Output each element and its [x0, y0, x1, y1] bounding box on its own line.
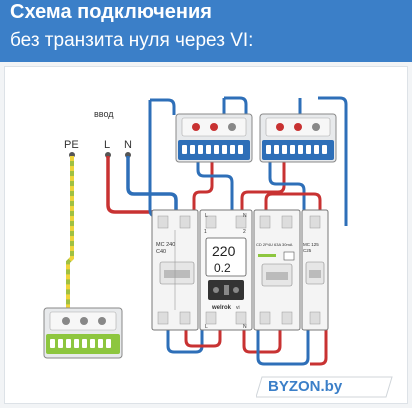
voltage-relay: [199, 209, 253, 331]
terminal-block-pe: [43, 307, 123, 359]
terminal-block-load2: [259, 113, 337, 163]
breaker-output: [301, 209, 329, 331]
page-title: Схема подключения: [10, 1, 212, 23]
wire-top-neutral-link: [150, 98, 176, 115]
relay-terminal-num1: 1: [204, 229, 207, 235]
wire-load2-phase: [240, 118, 286, 222]
wire-input-neutral: [126, 156, 178, 222]
breaker-output-line2: C25: [303, 248, 312, 253]
page-subtitle: без транзита нуля через VI:: [10, 30, 254, 51]
wire-bottom-phase1: [184, 318, 222, 348]
rcd-rating: CD 2P4U 63A 30mA: [256, 242, 293, 247]
terminal-block-load1: [175, 113, 253, 163]
wire-bottom-phase3: [310, 324, 328, 366]
terminal-label-pe: PE: [64, 139, 79, 151]
breaker-main: [151, 209, 199, 331]
wire-bottom-phase2: [242, 324, 282, 354]
relay-display-current: 0.2: [214, 261, 231, 275]
relay-brand: welrok: [211, 305, 232, 311]
relay-terminal-top-left: L: [205, 213, 208, 219]
wire-top-neutral-link2: [224, 96, 248, 115]
breaker-output-line1: MC 125: [303, 242, 319, 247]
wire-load1-neutral: [196, 160, 234, 222]
relay-terminal-bottom-right: N: [243, 324, 247, 330]
watermark-badge: [256, 376, 393, 398]
relay-terminal-top-right: N: [243, 213, 247, 219]
relay-terminal-bottom-left: L: [205, 324, 208, 330]
input-label: ввод: [94, 109, 114, 119]
watermark: BYZON.by: [256, 373, 398, 401]
wire-neutral-out: [318, 96, 348, 226]
relay-display-voltage: 220: [212, 243, 236, 259]
relay-model: vi: [236, 305, 240, 311]
relay-terminal-num2: 2: [243, 229, 246, 235]
wire-bottom-neutral1: [166, 318, 204, 354]
terminal-label-n: N: [124, 139, 132, 151]
header-banner: Схема подключения без транзита нуля чере…: [0, 0, 412, 62]
wire-load1-phase: [192, 118, 214, 222]
breaker-main-line2: C40: [156, 249, 166, 255]
rcd-device: [253, 209, 301, 331]
watermark-text: BYZON.by: [268, 378, 343, 395]
terminal-label-l: L: [104, 139, 110, 151]
breaker-main-line1: MC 240: [156, 242, 175, 248]
wire-phase-bridge: [264, 192, 322, 222]
wire-pe: [66, 156, 74, 308]
wire-load2-neutral: [268, 160, 306, 222]
wire-bottom-neutral2: [256, 324, 310, 366]
